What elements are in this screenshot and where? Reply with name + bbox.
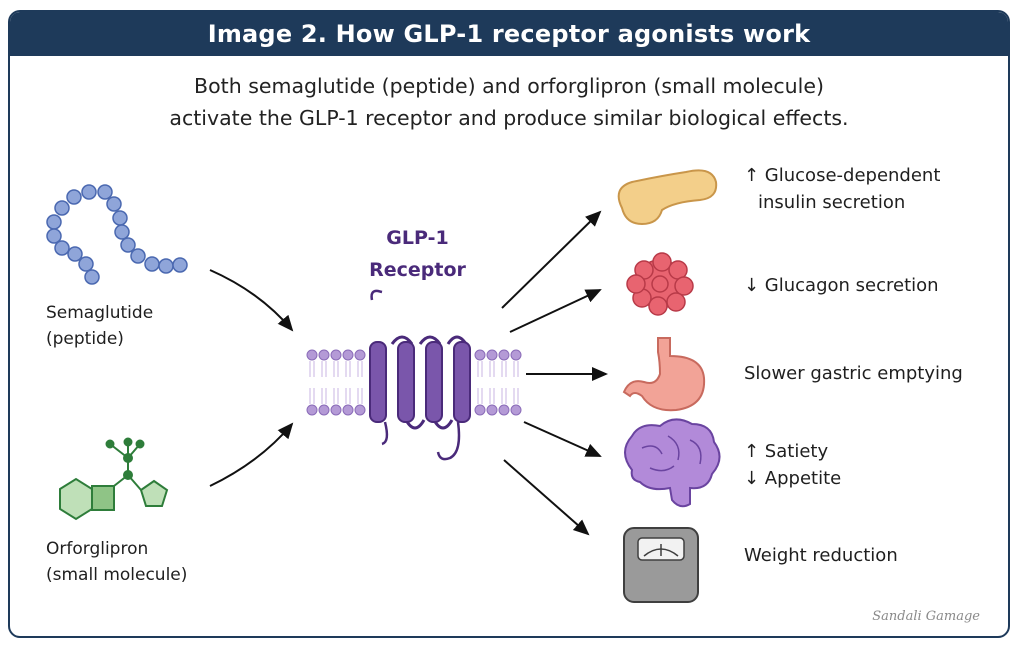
- receptor-label-line-1: GLP-1: [386, 227, 449, 249]
- figure-subtitle: Both semaglutide (peptide) and orforglip…: [10, 70, 1008, 134]
- scale-icon: [623, 527, 699, 603]
- pancreas-icon: [617, 169, 718, 226]
- diagram-artwork: [46, 169, 721, 603]
- subtitle-line-2: activate the GLP-1 receptor and produce …: [169, 106, 849, 130]
- receptor-label-line-2: Receptor: [369, 259, 466, 281]
- effect-gastric-line-1: Slower gastric emptying: [744, 363, 963, 384]
- effect-insulin: ↑ Glucose-dependent insulin secretion: [744, 162, 940, 216]
- receptor-label: GLP-1 Receptor: [350, 222, 485, 286]
- effect-glucagon-line-1: ↓ Glucagon secretion: [744, 275, 939, 296]
- arrow-to-satiety: [523, 421, 602, 457]
- semaglutide-name: Semaglutide: [46, 303, 154, 323]
- orforglipron-type: (small molecule): [46, 565, 188, 585]
- effect-insulin-line-2: insulin secretion: [758, 192, 906, 213]
- arrow-semaglutide-to-receptor: [209, 269, 294, 332]
- effect-appetite-line-2: ↓ Appetite: [744, 468, 842, 489]
- figure-frame: Image 2. How GLP-1 receptor agonists wor…: [8, 10, 1010, 638]
- arrow-orforglipron-to-receptor: [209, 422, 294, 487]
- effect-glucagon: ↓ Glucagon secretion: [744, 272, 939, 299]
- author-credit: Sandali Gamage: [872, 609, 980, 624]
- subtitle-line-1: Both semaglutide (peptide) and orforglip…: [194, 74, 824, 98]
- effect-satiety: ↑ Satiety ↓ Appetite: [744, 438, 841, 492]
- peptide-chain-icon: [46, 184, 188, 285]
- effect-gastric: Slower gastric emptying: [744, 360, 963, 387]
- arrow-to-weight: [503, 459, 590, 536]
- semaglutide-type: (peptide): [46, 329, 124, 349]
- stomach-icon: [622, 337, 706, 412]
- alpha-cell-cluster-icon: [626, 252, 694, 316]
- orforglipron-label: Orforglipron (small molecule): [46, 536, 187, 588]
- effect-satiety-line-1: ↑ Satiety: [744, 441, 829, 462]
- brain-icon: [624, 418, 721, 508]
- glp1-receptor-icon: [369, 289, 471, 461]
- orforglipron-name: Orforglipron: [46, 539, 149, 559]
- arrow-to-glucagon: [509, 289, 602, 333]
- semaglutide-label: Semaglutide (peptide): [46, 300, 153, 352]
- small-molecule-icon: [59, 437, 169, 521]
- figure-title: Image 2. How GLP-1 receptor agonists wor…: [10, 12, 1008, 56]
- arrow-to-insulin: [501, 210, 602, 309]
- cell-membrane-icon: [306, 349, 522, 416]
- effect-weight: Weight reduction: [744, 542, 898, 569]
- effect-insulin-line-1: ↑ Glucose-dependent: [744, 165, 941, 186]
- effect-weight-line-1: Weight reduction: [744, 545, 898, 566]
